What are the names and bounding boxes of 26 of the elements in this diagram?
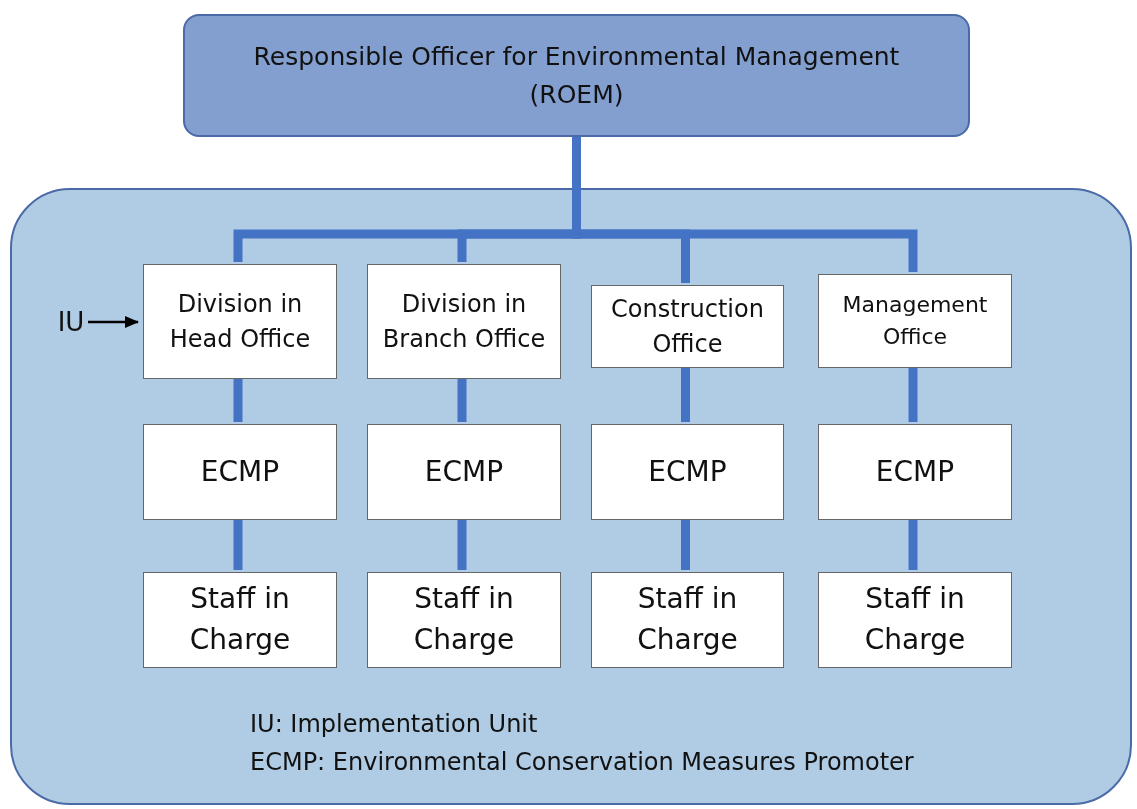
office-box: Management Office bbox=[818, 274, 1012, 368]
definition-text: ECMP: Environmental Conservation Measures Promoter bbox=[250, 748, 914, 776]
connector-line bbox=[681, 366, 690, 422]
connector-line bbox=[233, 518, 243, 570]
office-box: Construction Office bbox=[591, 285, 784, 368]
connector-line bbox=[908, 366, 918, 422]
unit-label: IU bbox=[52, 302, 90, 342]
definition-text: IU: Implementation Unit bbox=[250, 710, 539, 738]
arrow bbox=[88, 316, 139, 328]
office-box: Division in Head Office bbox=[143, 264, 337, 379]
connector-line bbox=[457, 377, 467, 422]
staff-box: Staff in Charge bbox=[818, 572, 1012, 668]
connector-line bbox=[233, 377, 243, 422]
connector-line bbox=[457, 518, 467, 570]
officer-box: Responsible Officer for Environmental Management (ROEM) bbox=[183, 14, 970, 137]
promoter-box: ECMP bbox=[143, 424, 337, 520]
promoter-box: ECMP bbox=[591, 424, 784, 520]
staff-box: Staff in Charge bbox=[591, 572, 784, 668]
connector-line bbox=[681, 518, 690, 570]
connector-line bbox=[908, 518, 918, 570]
organization-panel bbox=[10, 188, 1132, 805]
promoter-box: ECMP bbox=[367, 424, 561, 520]
staff-box: Staff in Charge bbox=[367, 572, 561, 668]
promoter-box: ECMP bbox=[818, 424, 1012, 520]
office-box: Division in Branch Office bbox=[367, 264, 561, 379]
staff-box: Staff in Charge bbox=[143, 572, 337, 668]
